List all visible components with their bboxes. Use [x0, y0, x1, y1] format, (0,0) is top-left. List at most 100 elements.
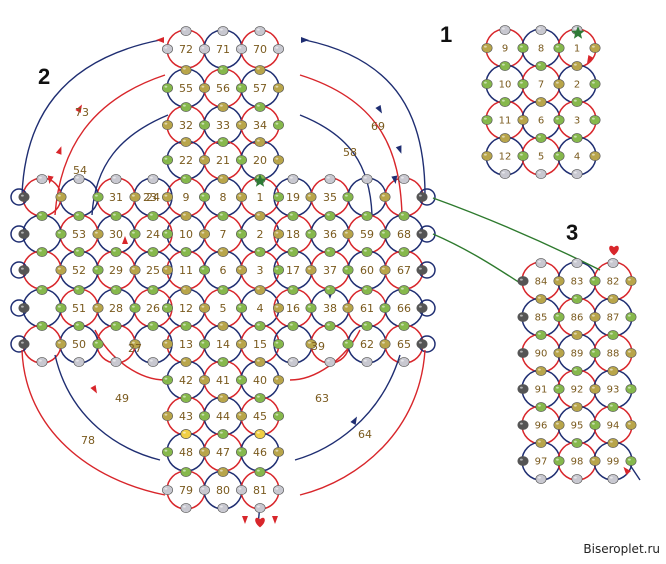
bead-highlight: [538, 27, 541, 30]
bead: [272, 485, 284, 495]
bead: [147, 174, 159, 184]
bead: [110, 357, 122, 367]
bead: [236, 411, 248, 421]
bead-highlight: [275, 341, 279, 344]
bead-highlight: [610, 332, 613, 335]
bead: [217, 211, 229, 221]
bead-highlight: [345, 231, 348, 234]
bead-highlight: [574, 171, 577, 174]
bead-highlight: [132, 341, 135, 344]
bead-highlight: [257, 28, 260, 31]
bead: [55, 229, 67, 239]
bead: [625, 456, 637, 466]
bead-highlight: [574, 368, 577, 371]
bead: [272, 229, 284, 239]
thread-arrow: [47, 175, 54, 184]
bead-highlight: [164, 85, 168, 88]
bead-highlight: [220, 359, 223, 362]
cell-number: 57: [253, 82, 267, 95]
cell-number: 9: [502, 44, 508, 55]
cell-number: 2: [574, 80, 580, 91]
cell-number: 81: [253, 484, 267, 497]
bead-highlight: [220, 287, 223, 290]
bead: [199, 265, 211, 275]
cell-number: 55: [179, 82, 193, 95]
cell-number: 4: [257, 302, 264, 315]
cell-number: 2: [257, 228, 264, 241]
cell-number: 98: [571, 457, 584, 468]
cell-number: 50: [72, 338, 86, 351]
thread-arrow: [272, 516, 278, 524]
bead: [342, 339, 354, 349]
bead: [625, 384, 637, 394]
bead-highlight: [538, 404, 541, 407]
cell-number: 66: [397, 302, 411, 315]
bead: [162, 411, 174, 421]
bead: [217, 321, 229, 331]
bead-highlight: [220, 67, 223, 70]
cell-number: 37: [323, 264, 337, 277]
bead-highlight: [275, 85, 279, 88]
bead: [499, 61, 511, 71]
bead-highlight: [220, 323, 223, 326]
cell-number: 11: [179, 264, 193, 277]
bead-highlight: [520, 153, 523, 156]
bead: [589, 384, 601, 394]
bead-highlight: [382, 341, 385, 344]
bead: [324, 174, 336, 184]
bead: [398, 321, 410, 331]
bead: [553, 151, 565, 161]
inner-thread: [54, 354, 161, 461]
bead: [199, 83, 211, 93]
bead: [287, 285, 299, 295]
bead: [589, 312, 601, 322]
bead: [571, 97, 583, 107]
bead-highlight: [502, 63, 505, 66]
cell-number: 12: [179, 302, 193, 315]
bead: [73, 321, 85, 331]
bead-highlight: [220, 28, 223, 31]
bead: [162, 339, 174, 349]
bead-highlight: [201, 85, 205, 88]
bead: [535, 25, 547, 35]
bead-highlight: [183, 28, 186, 31]
bead-highlight: [364, 249, 367, 252]
cell-number: 34: [253, 119, 267, 132]
cell-number: 12: [499, 152, 512, 163]
bead: [342, 265, 354, 275]
bead-highlight: [520, 458, 523, 461]
bead-highlight: [257, 395, 260, 398]
bead: [342, 303, 354, 313]
bead-highlight: [538, 171, 541, 174]
bead-highlight: [308, 305, 311, 308]
bead: [324, 357, 336, 367]
bead-highlight: [150, 249, 153, 252]
bead: [499, 97, 511, 107]
bead-highlight: [419, 267, 422, 270]
bead-highlight: [201, 377, 205, 380]
bead-highlight: [39, 287, 42, 290]
bead-highlight: [58, 194, 61, 197]
bead-highlight: [401, 287, 404, 290]
bead: [236, 44, 248, 54]
cell-number: 62: [360, 338, 374, 351]
bead-highlight: [150, 287, 153, 290]
bead-highlight: [574, 260, 577, 263]
cell-number: 23: [143, 191, 157, 204]
bead: [398, 247, 410, 257]
bead: [272, 339, 284, 349]
cell-number: 67: [397, 264, 411, 277]
bead-highlight: [419, 341, 422, 344]
cell-number: 29: [109, 264, 123, 277]
bead: [553, 115, 565, 125]
cell-number: 91: [535, 385, 548, 396]
bead-highlight: [76, 287, 79, 290]
cell-number: 6: [220, 264, 227, 277]
bead-highlight: [538, 440, 541, 443]
bead-highlight: [275, 413, 279, 416]
bead-highlight: [39, 213, 42, 216]
bead: [571, 330, 583, 340]
cell-number: 19: [286, 191, 300, 204]
bead: [607, 474, 619, 484]
bead: [92, 192, 104, 202]
